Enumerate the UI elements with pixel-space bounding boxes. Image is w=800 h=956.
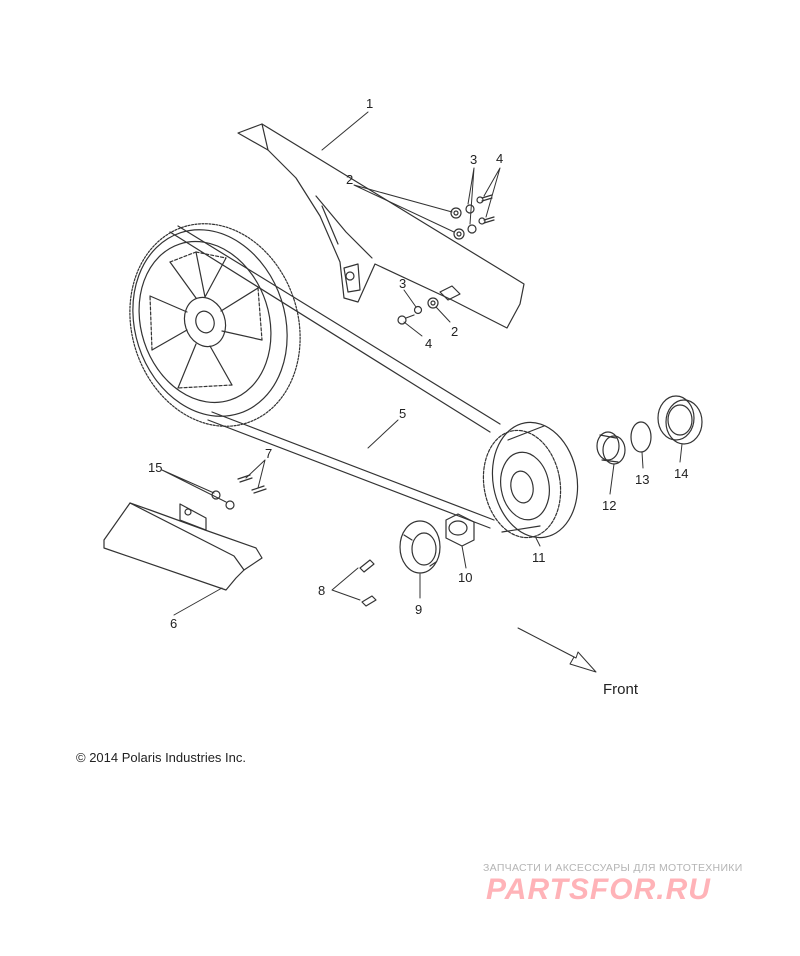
callout-2-upper: 2	[346, 172, 353, 187]
callout-15: 15	[148, 460, 162, 475]
callout-3-lower: 3	[399, 276, 406, 291]
callout-4-upper: 4	[496, 151, 503, 166]
drive-belt	[169, 225, 501, 529]
callout-14: 14	[674, 466, 688, 481]
callout-3-upper: 3	[470, 152, 477, 167]
callout-11: 11	[532, 550, 546, 565]
watermark-tagline: ЗАПЧАСТИ И АКСЕССУАРЫ ДЛЯ МОТОТЕХНИКИ	[483, 862, 743, 874]
sprocket-nut	[445, 513, 475, 547]
callout-12: 12	[602, 498, 616, 513]
callout-10: 10	[458, 570, 472, 585]
callout-6: 6	[170, 616, 177, 631]
callout-13: 13	[635, 472, 649, 487]
lower-belt-guard	[103, 502, 263, 591]
upper-hardware	[397, 194, 495, 325]
lock-plate	[399, 520, 441, 574]
leader-lines	[161, 111, 683, 616]
callout-7: 7	[265, 446, 272, 461]
callout-2-lower: 2	[451, 324, 458, 339]
o-ring	[630, 421, 652, 453]
front-label: Front	[603, 681, 639, 698]
copyright-notice: © 2014 Polaris Industries Inc.	[76, 750, 246, 765]
lock-plate-bolts	[359, 559, 377, 607]
callout-1: 1	[366, 96, 373, 111]
callout-8: 8	[318, 583, 325, 598]
lower-hardware	[211, 474, 267, 510]
callout-5: 5	[399, 406, 406, 421]
upper-belt-guard	[237, 123, 525, 329]
watermark-logo: PARTSFOR.RU	[486, 873, 711, 906]
front-arrow	[517, 627, 597, 673]
oil-seal	[657, 395, 703, 445]
callout-4-lower: 4	[425, 336, 432, 351]
callout-9: 9	[415, 602, 422, 617]
front-sprocket	[482, 421, 579, 539]
rear-pulley	[129, 223, 301, 427]
spacer	[596, 431, 626, 465]
